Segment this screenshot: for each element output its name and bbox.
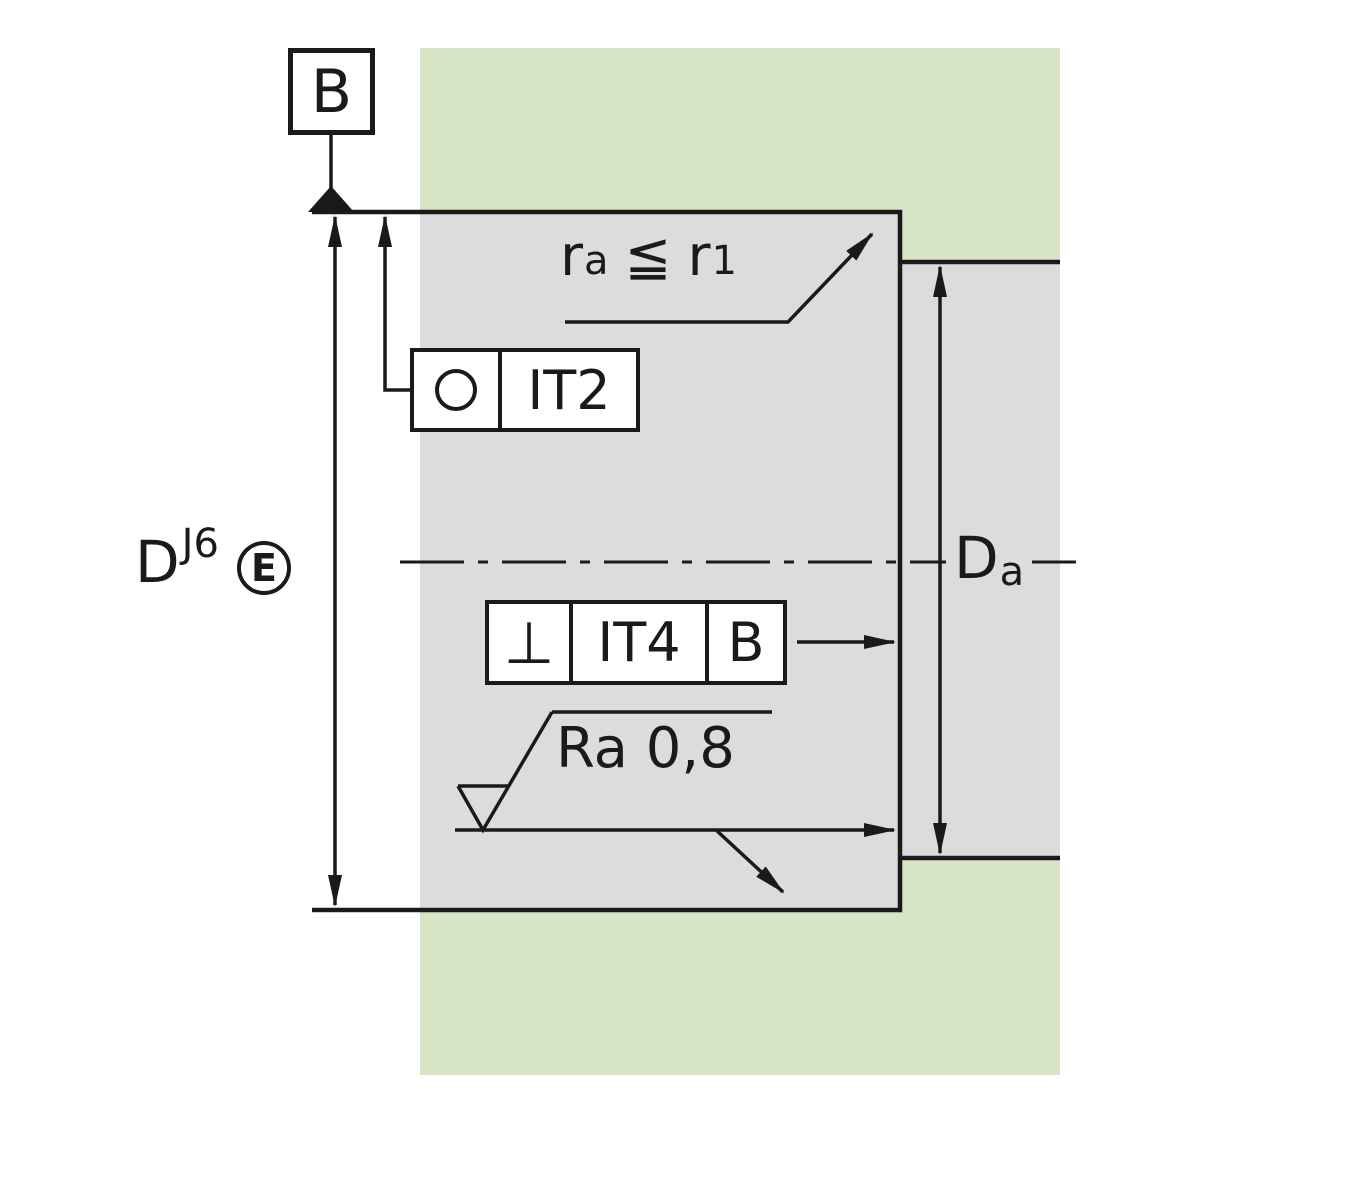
perpendicularity-datum-cell: B — [705, 604, 783, 681]
datum-box: B — [288, 48, 375, 135]
circularity-tolerance-frame: IT2 — [410, 348, 640, 432]
bore-diameter-base: D — [135, 528, 180, 596]
envelope-letter: E — [250, 546, 277, 590]
bore-diameter-tolerance: J6 — [181, 521, 219, 567]
circularity-symbol-cell — [414, 352, 498, 428]
chamfer-rhs-sub: 1 — [711, 238, 737, 284]
shoulder-diameter-subscript: a — [999, 549, 1025, 595]
circularity-tolerance-cell: IT2 — [498, 352, 636, 428]
datum-leader — [308, 134, 354, 212]
datum-triangle-icon — [308, 186, 354, 212]
chamfer-rhs: r — [687, 224, 711, 289]
part-outline — [312, 209, 1060, 913]
perpendicularity-tolerance-cell: IT4 — [569, 604, 705, 681]
shoulder-diameter-base: D — [954, 524, 999, 592]
chamfer-leader — [565, 232, 874, 324]
surface-finish-leaders — [455, 823, 896, 894]
perpendicularity-icon: ⊥ — [503, 608, 555, 677]
chamfer-relation: ≦ — [624, 224, 672, 289]
chamfer-lhs: r — [560, 224, 584, 289]
surface-roughness-label: Ra 0,8 — [556, 716, 735, 781]
envelope-requirement-icon: E — [236, 541, 291, 595]
chamfer-lhs-sub: a — [584, 238, 609, 284]
datum-box-label: B — [310, 56, 353, 127]
circularity-leader — [378, 215, 410, 392]
circularity-icon — [435, 369, 477, 411]
perpendicularity-tolerance-frame: ⊥ IT4 B — [485, 600, 787, 685]
